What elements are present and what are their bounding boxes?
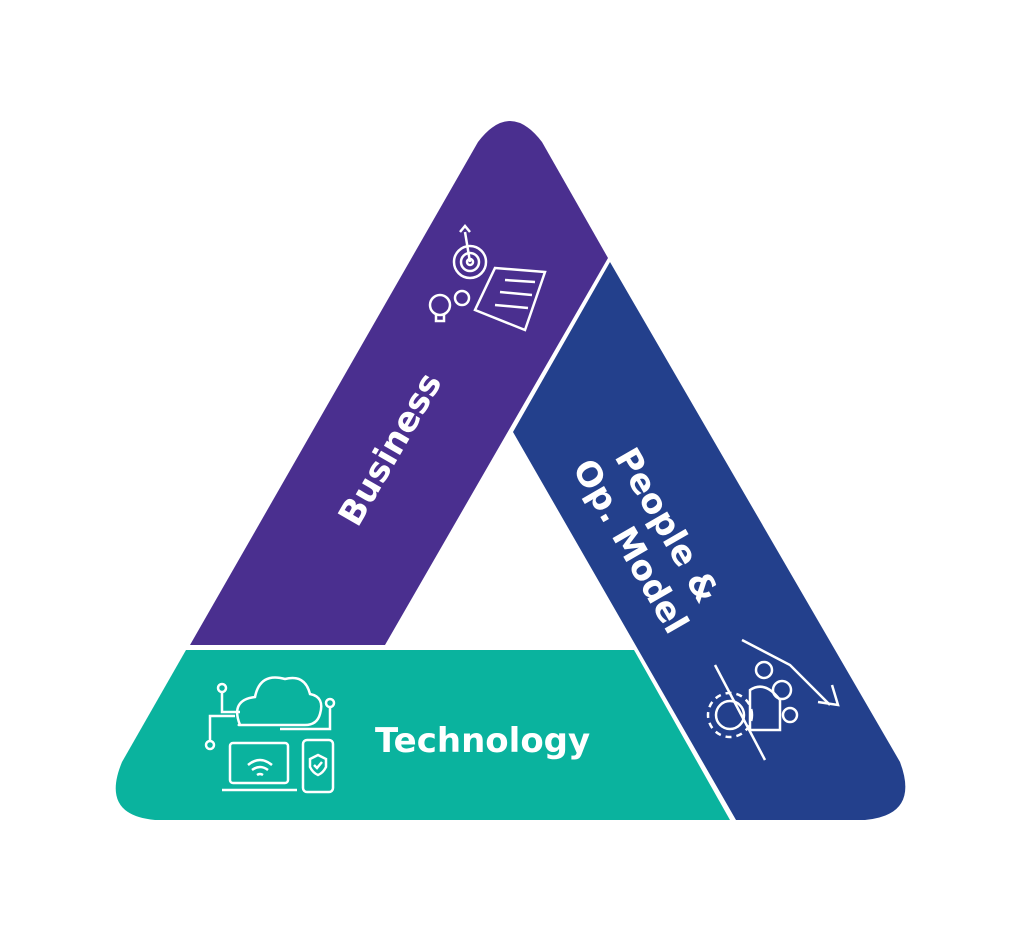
target-chart-idea-icon — [428, 224, 547, 332]
cloud-devices-icon — [204, 676, 336, 794]
team-gear-arrow-icon — [706, 638, 840, 761]
technology-label: Technology — [375, 721, 590, 761]
technology-segment — [115, 650, 730, 820]
business-segment — [190, 121, 608, 645]
